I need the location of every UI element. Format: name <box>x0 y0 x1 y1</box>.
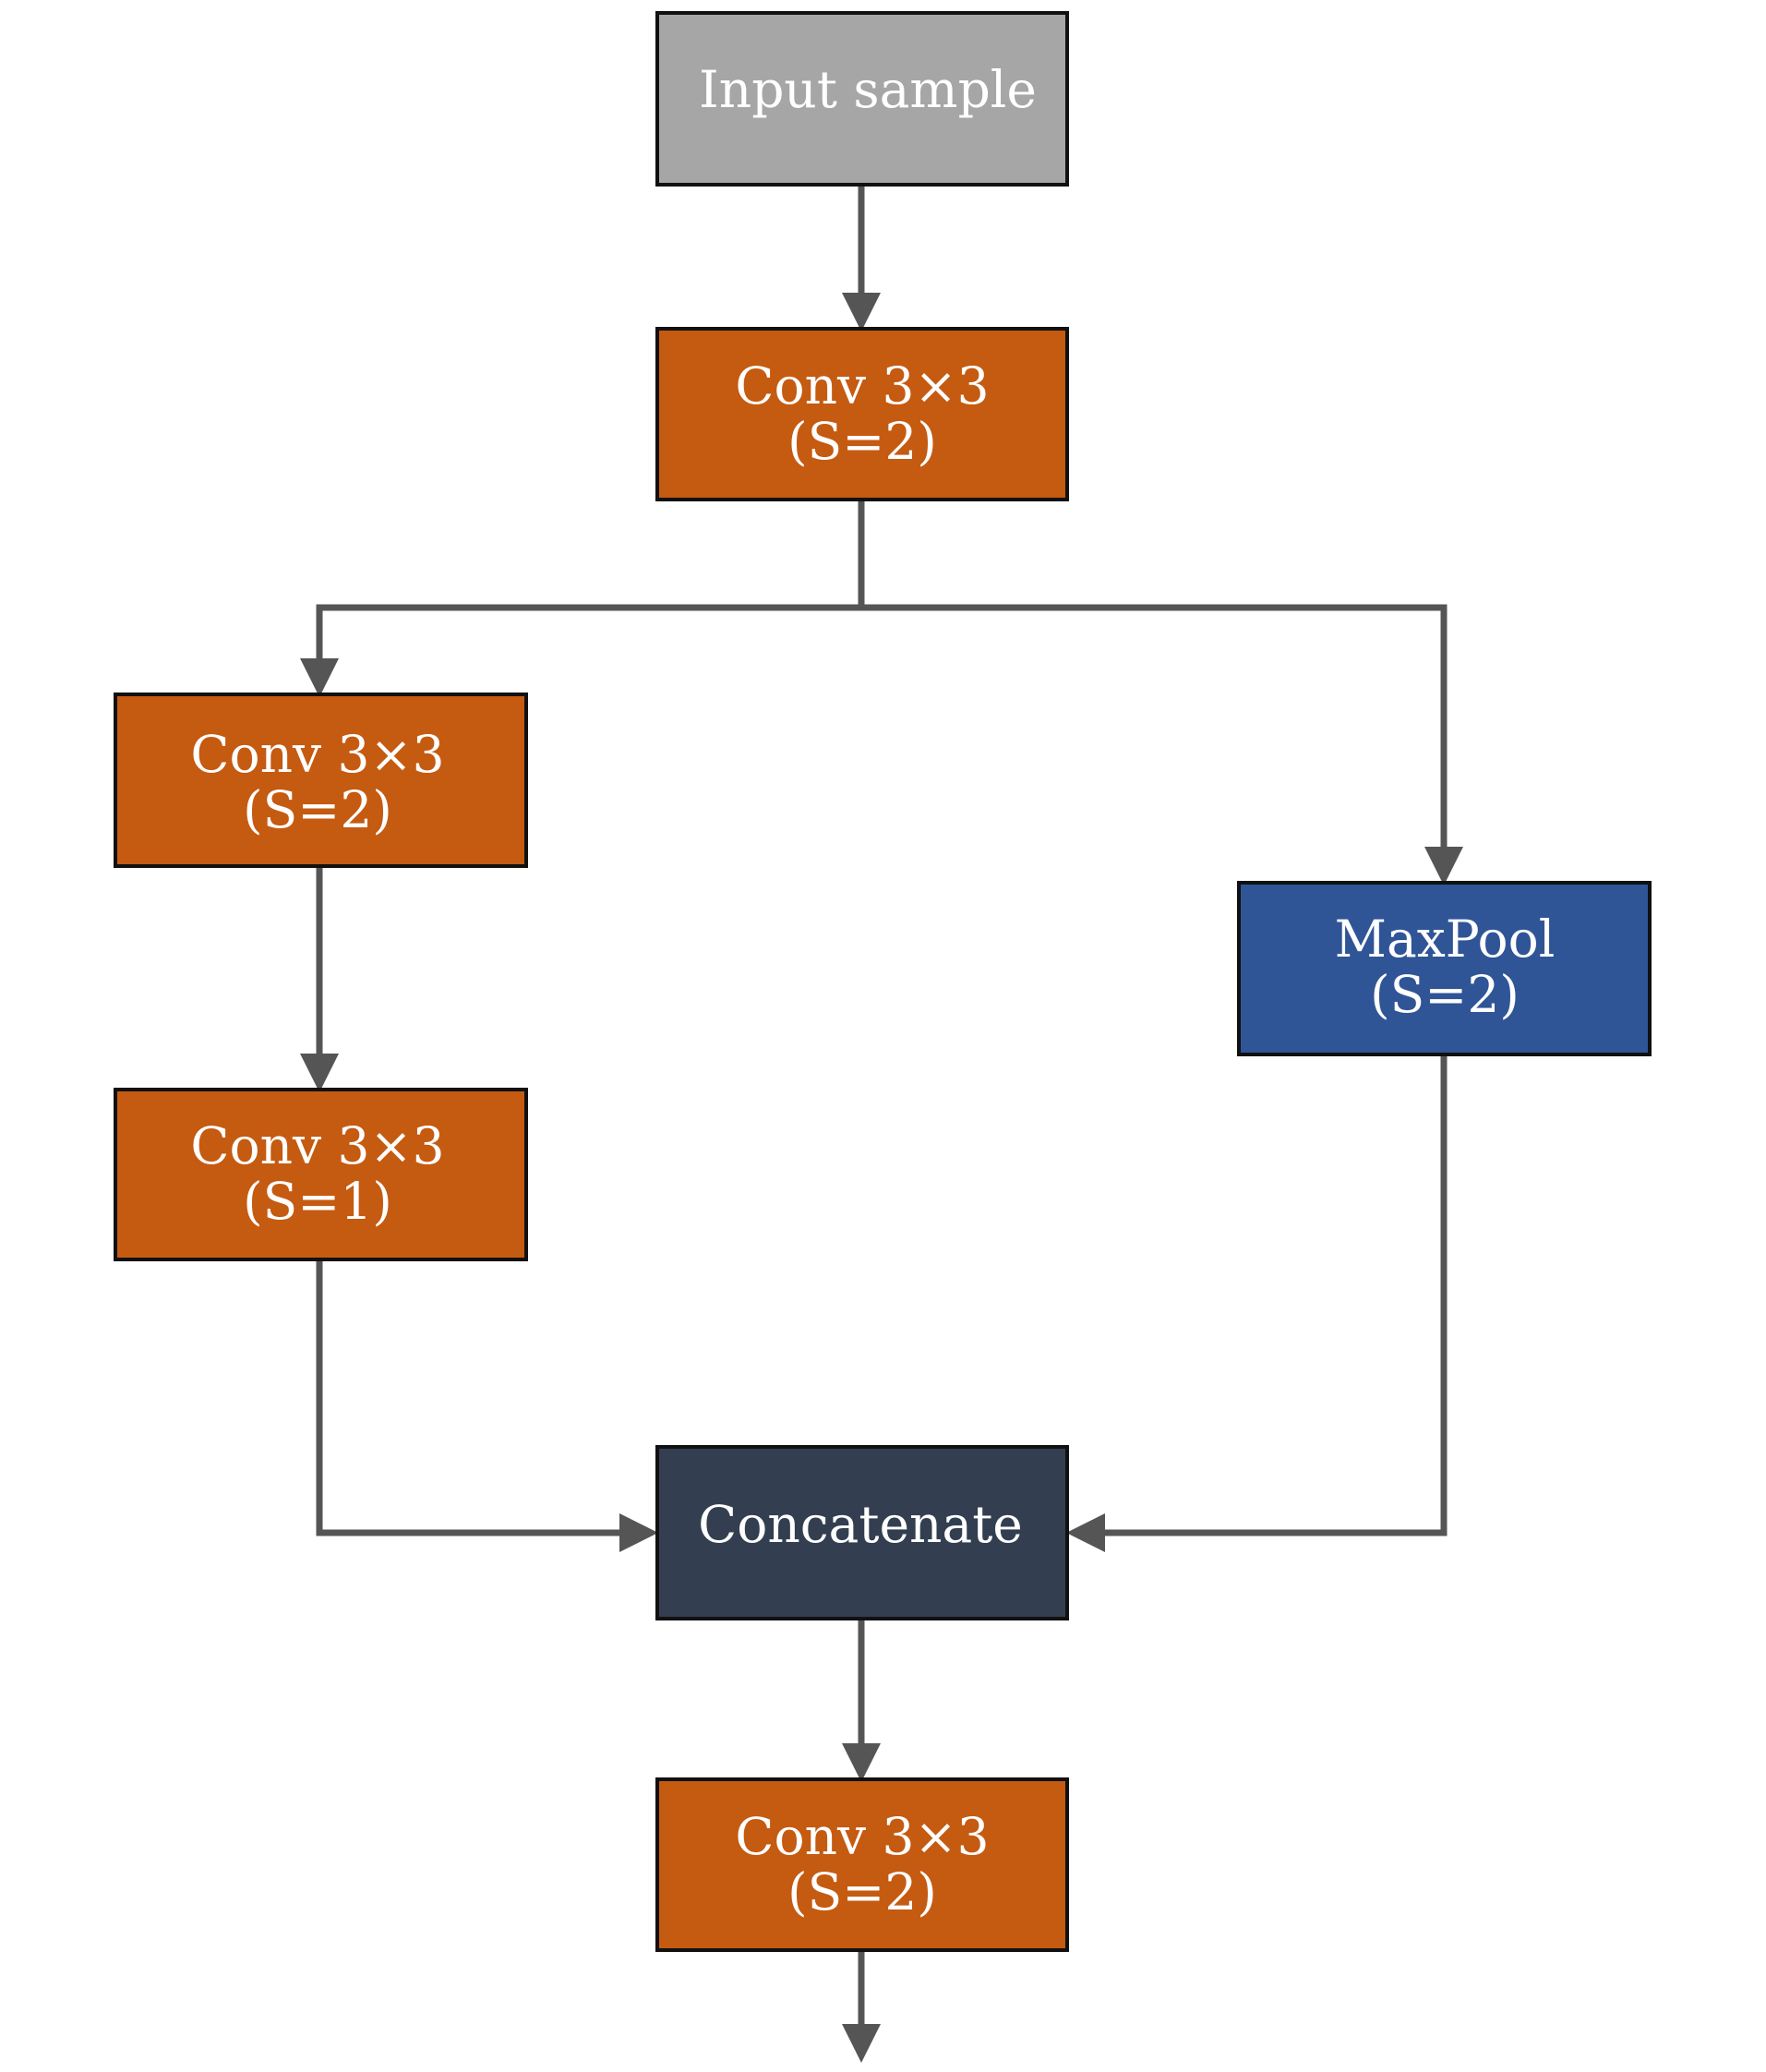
node-conv-left-b: Conv 3×3 (S=1) <box>114 1088 528 1261</box>
node-conv-left-a-label-line2: (S=2) <box>243 780 392 839</box>
node-concatenate-label: Concatenate <box>698 1495 1023 1554</box>
edge-conv1-to-maxpool <box>861 604 1463 885</box>
node-maxpool: MaxPool (S=2) <box>1237 881 1652 1056</box>
edge-maxpool-to-concat <box>1066 1054 1448 1552</box>
node-maxpool-box <box>1237 881 1652 1056</box>
node-input-sample: Input sample <box>655 11 1069 187</box>
node-conv1-label-line1: Conv 3×3 <box>735 356 989 416</box>
edge-conv1-to-conv-left-a <box>300 500 865 697</box>
node-maxpool-label-line1: MaxPool <box>1335 910 1556 969</box>
node-conv1-label-line2: (S=2) <box>787 412 937 471</box>
node-conv-left-a-box <box>114 693 528 868</box>
node-input-sample-box <box>655 11 1069 187</box>
node-conv1: Conv 3×3 (S=2) <box>655 327 1069 501</box>
node-conv-left-b-box <box>114 1088 528 1261</box>
edges <box>300 185 1463 2063</box>
node-conv1-box <box>655 327 1069 501</box>
edge-conv-left-b-to-concat <box>316 1259 658 1552</box>
node-conv-left-a: Conv 3×3 (S=2) <box>114 693 528 868</box>
node-concatenate: Concatenate <box>655 1445 1069 1620</box>
node-conv-out-label-line2: (S=2) <box>787 1862 937 1921</box>
node-conv-out-label-line1: Conv 3×3 <box>735 1807 989 1866</box>
node-maxpool-label-line2: (S=2) <box>1370 965 1520 1024</box>
node-conv-out-box <box>655 1777 1069 1952</box>
node-conv-left-a-label-line1: Conv 3×3 <box>190 725 444 784</box>
node-conv-left-b-label-line1: Conv 3×3 <box>190 1116 444 1175</box>
node-conv-left-b-label-line2: (S=1) <box>243 1172 392 1231</box>
node-conv-out: Conv 3×3 (S=2) <box>655 1777 1069 1952</box>
node-concatenate-box <box>655 1445 1069 1620</box>
node-input-sample-label: Input sample <box>699 60 1037 119</box>
